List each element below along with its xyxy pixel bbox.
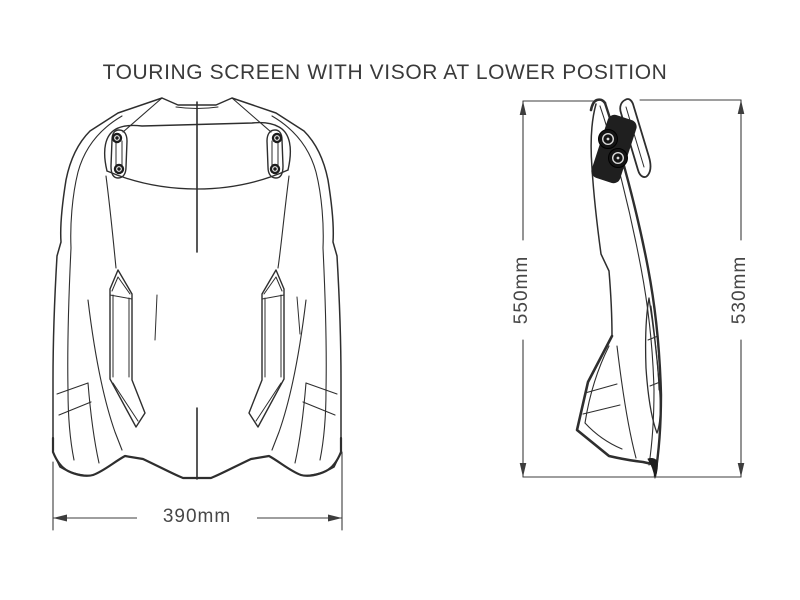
visor-bracket <box>591 114 637 184</box>
side-vent-slot <box>644 297 662 434</box>
vent-cutout-left <box>109 269 146 428</box>
screw-icon <box>113 163 125 175</box>
front-inner-edge-left <box>67 115 123 461</box>
drawing-title: TOURING SCREEN WITH VISOR AT LOWER POSIT… <box>102 61 668 84</box>
vent-cutout-right <box>248 269 285 428</box>
front-contour-left <box>105 175 117 269</box>
screw-icon <box>269 163 281 175</box>
visor-side <box>619 98 652 178</box>
dimension-height-right <box>639 99 745 478</box>
front-view <box>51 97 343 531</box>
arrow-down-icon <box>737 463 745 477</box>
arrow-up-icon <box>737 100 745 114</box>
side-bottom-tip <box>647 457 658 479</box>
front-crease-left <box>154 294 158 341</box>
side-view <box>519 98 745 479</box>
visor-slot-left <box>110 129 128 179</box>
visor-slot-right <box>266 129 284 179</box>
front-contour-right <box>277 175 290 269</box>
arrow-left-icon <box>53 514 67 522</box>
arrow-up-icon <box>519 101 527 115</box>
visor-bottom-arc <box>106 169 289 190</box>
visor-front <box>104 97 291 190</box>
arrow-down-icon <box>519 463 527 477</box>
visor-link-right <box>231 97 272 133</box>
side-wing <box>575 334 658 479</box>
wing-right <box>271 299 338 464</box>
side-top-edge <box>589 98 607 112</box>
side-front-face <box>603 101 663 478</box>
screw-icon <box>111 132 123 144</box>
side-back-edge <box>590 103 613 337</box>
front-inner-edge-right <box>271 115 327 461</box>
screen-height-dimension-label: 530mm <box>729 255 750 325</box>
overall-height-dimension-label: 550mm <box>511 255 532 325</box>
arrow-right-icon <box>328 514 342 522</box>
dimension-height-left <box>519 100 595 478</box>
wing-left <box>56 299 123 464</box>
screw-icon <box>271 132 283 144</box>
width-dimension-label: 390mm <box>137 506 257 528</box>
visor-link-left <box>122 97 163 133</box>
visor-outline <box>104 121 291 172</box>
front-crease-right <box>296 296 301 335</box>
